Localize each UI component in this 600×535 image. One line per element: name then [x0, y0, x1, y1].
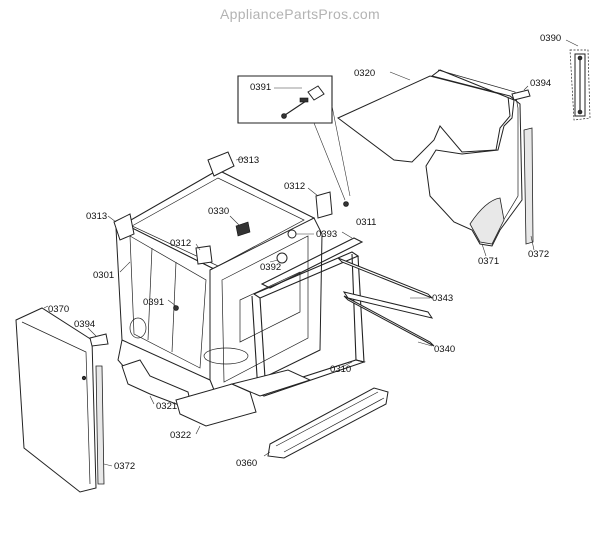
callout-label-0322: 0322 [170, 430, 191, 441]
callout-label-0312a: 0312 [284, 181, 305, 192]
callout-label-0392: 0392 [260, 262, 281, 273]
callout-label-0311: 0311 [356, 217, 376, 228]
callout-label-0340: 0340 [434, 344, 455, 355]
small-bracket-part [229, 215, 251, 237]
callout-label-0343: 0343 [432, 293, 453, 304]
callout-label-0372a: 0372 [528, 249, 549, 260]
tub-frame-part [107, 151, 323, 409]
fastener-part [269, 229, 314, 264]
callout-labels: 0390 0320 0394 0391 0313 0312 0330 0313 0312 0311… [48, 33, 561, 472]
callout-label-0360: 0360 [236, 458, 257, 469]
callout-label-0321: 0321 [156, 401, 177, 412]
spray-tube-part [565, 39, 591, 121]
screw-part [167, 299, 179, 311]
bracket-upper-part [511, 85, 531, 101]
callout-label-0393: 0393 [316, 229, 337, 240]
callout-label-0372b: 0372 [114, 461, 135, 472]
rail-part [337, 257, 435, 347]
callout-label-0310: 0310 [330, 364, 351, 375]
trough-part [263, 387, 389, 459]
callout-label-0313b: 0313 [86, 211, 107, 222]
side-connector-part [195, 187, 349, 265]
callout-label-0313a: 0313 [238, 155, 259, 166]
top-cover-part [337, 71, 511, 163]
callout-label-0301: 0301 [93, 270, 114, 281]
callout-label-0370: 0370 [48, 304, 69, 315]
trim-strip-lower-part [95, 365, 113, 485]
callout-label-0394a: 0394 [530, 78, 551, 89]
detail-inset-box [237, 75, 351, 201]
callout-label-0330: 0330 [208, 206, 229, 217]
callout-label-0320: 0320 [354, 68, 375, 79]
watermark: AppliancePartsPros.com [220, 6, 380, 22]
base-plate-part [121, 359, 312, 435]
door-panel-part [15, 305, 97, 493]
callout-label-0391a: 0391 [250, 82, 271, 93]
bracket-lower-part [87, 327, 109, 347]
callout-label-0371: 0371 [478, 256, 499, 267]
callout-label-0394b: 0394 [74, 319, 95, 330]
callout-label-0391b: 0391 [143, 297, 164, 308]
callout-label-0312b: 0312 [170, 238, 191, 249]
callout-label-0390: 0390 [540, 33, 561, 44]
trim-strip-upper-part [523, 127, 535, 251]
side-panel-part [425, 69, 523, 257]
